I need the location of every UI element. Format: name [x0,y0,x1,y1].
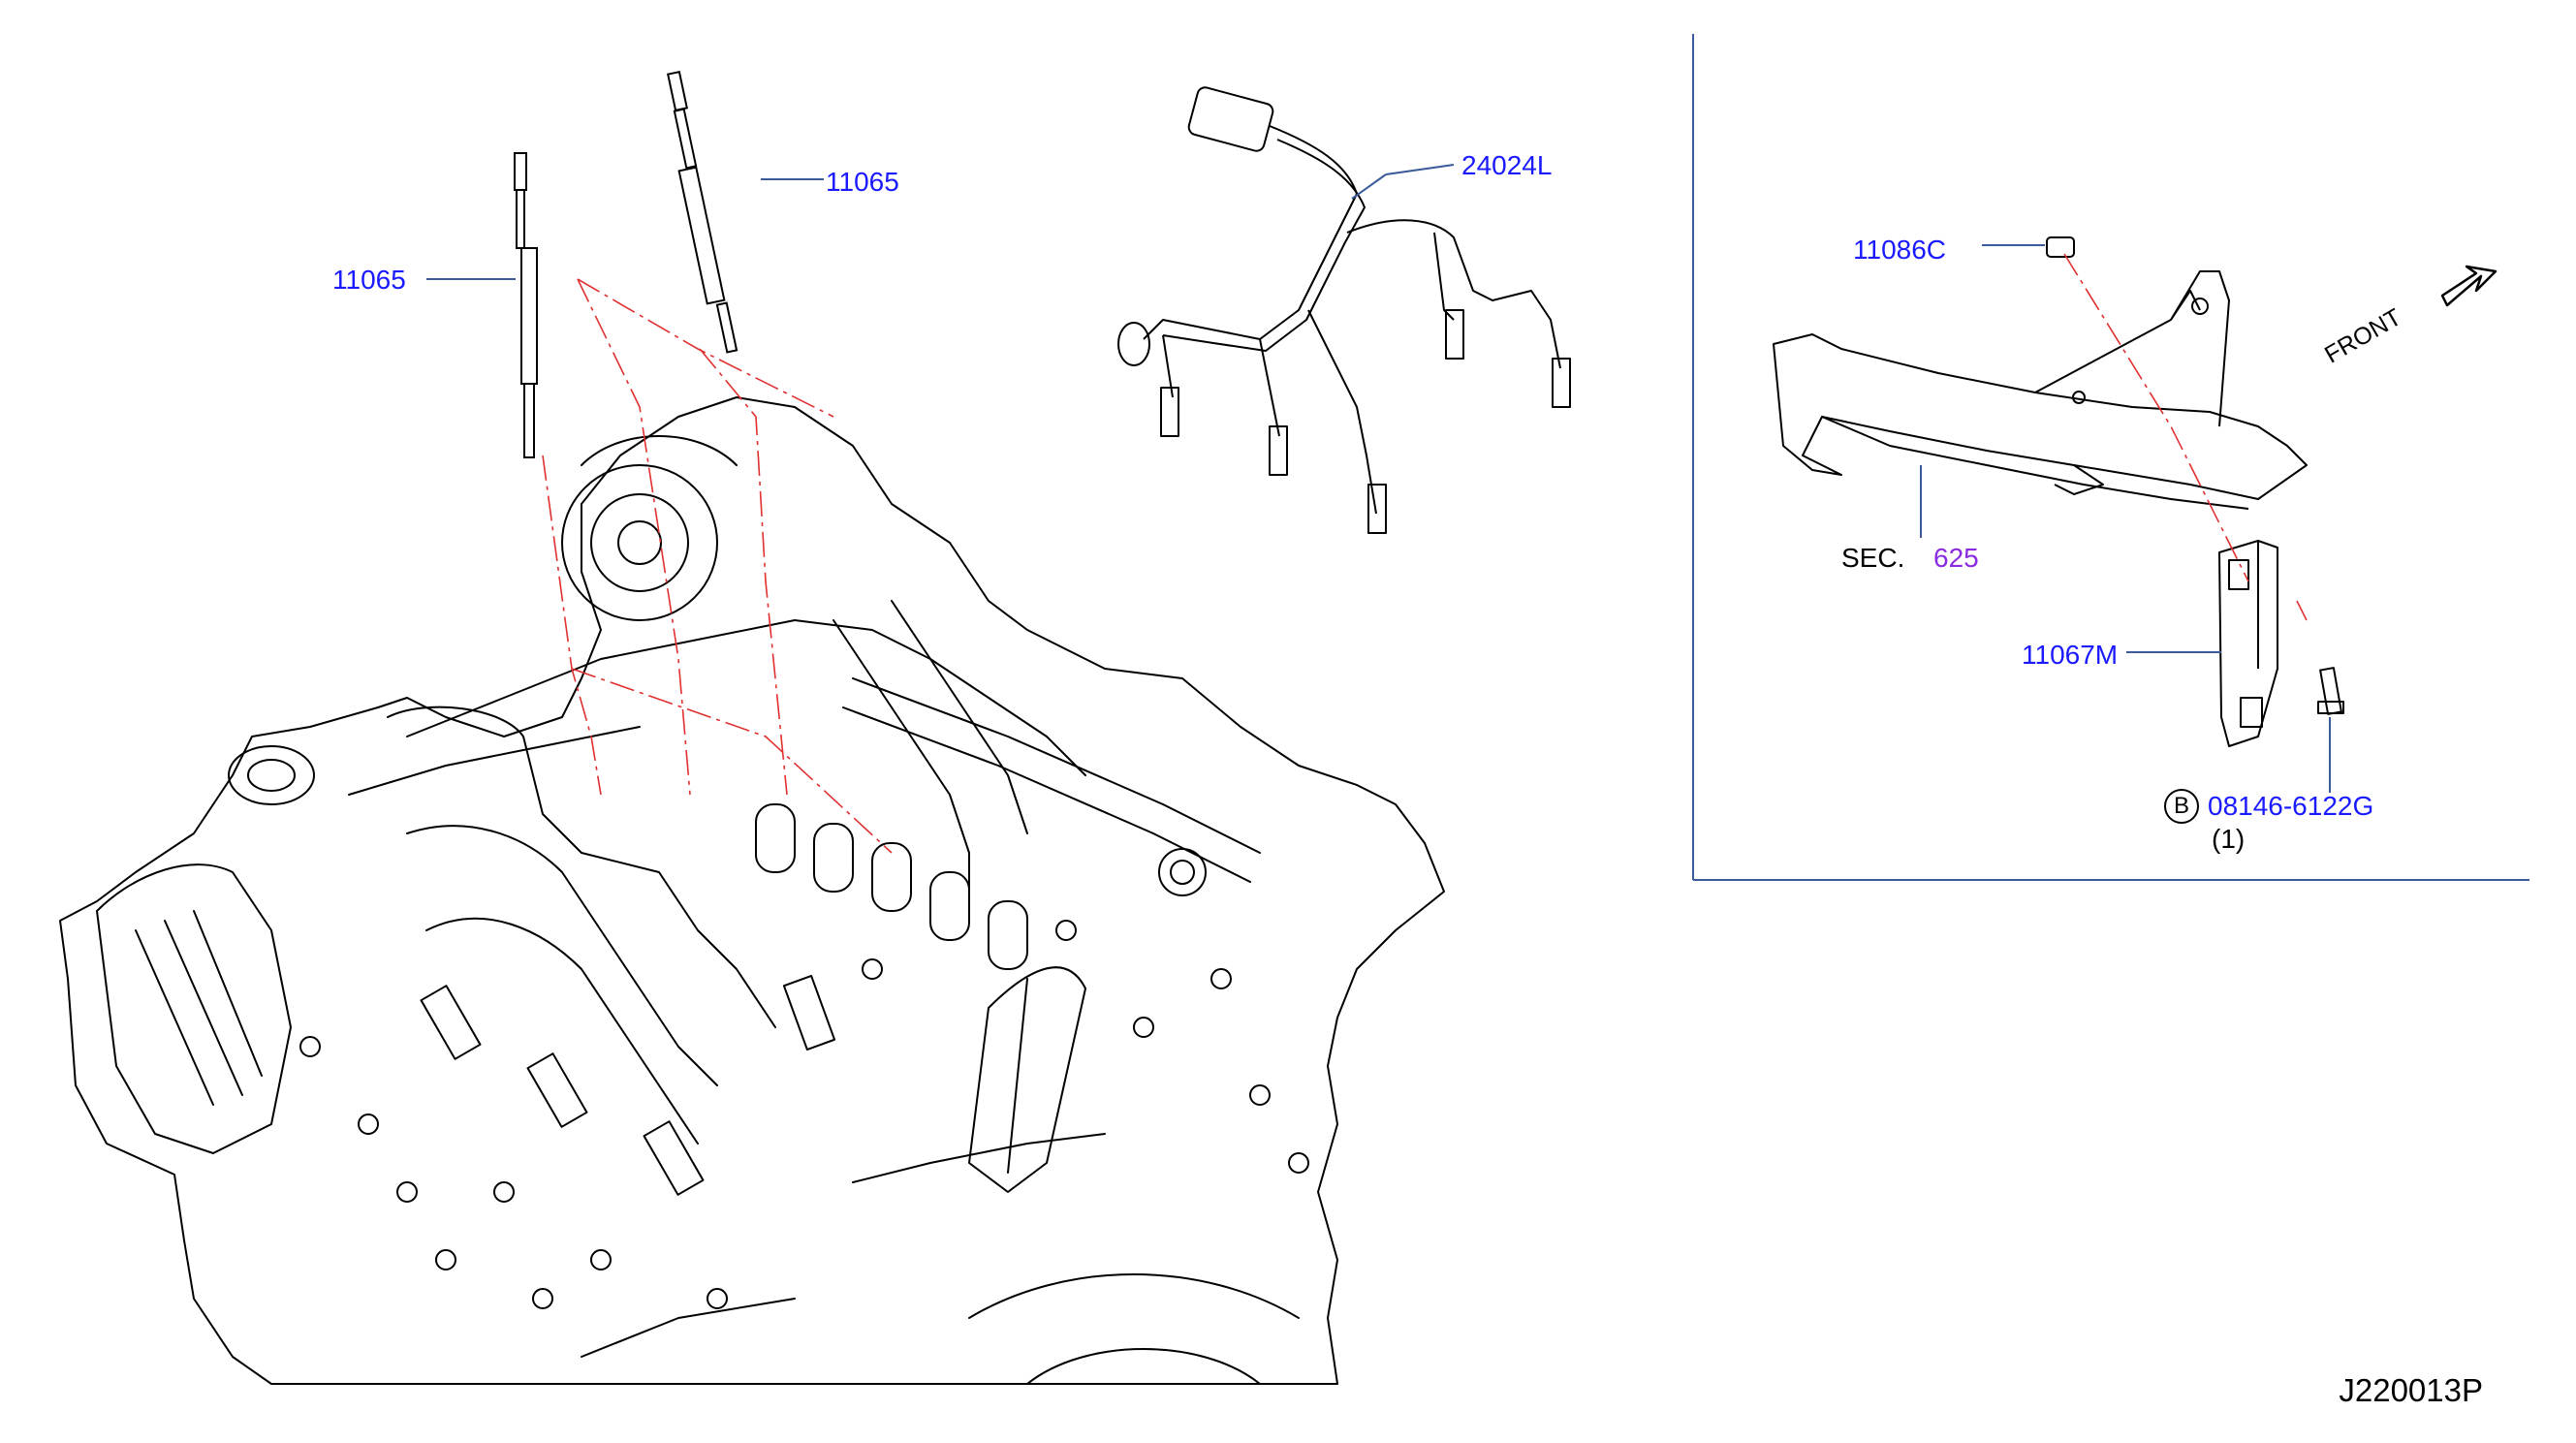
inset-bracket-drawing [1773,236,2344,747]
callout-glow-plug-right[interactable]: 11065 [826,167,899,197]
section-number-link[interactable]: 625 [1933,543,1979,573]
callout-controller[interactable]: 11067M [2022,640,2119,670]
glow-plug-right-drawing [666,70,738,354]
callout-glow-plug-left[interactable]: 11065 [332,265,406,295]
engine-block-drawing [59,396,1445,1385]
phantom-leader-lines [542,253,2308,854]
drawing-code: J220013P [2339,1372,2483,1408]
callout-harness[interactable]: 24024L [1461,150,1553,180]
wiring-harness-drawing [1117,86,1571,534]
callout-bolt[interactable]: 08146-6122G [2208,791,2374,821]
callout-leader-lines [426,164,2331,793]
front-arrow-icon [2440,265,2497,307]
bolt-marker-b: B [2164,789,2199,824]
inset-frame [1692,34,2529,881]
callout-nut[interactable]: 11086C [1853,235,1947,265]
glow-plug-left-drawing [514,152,538,458]
bolt-quantity: (1) [2212,824,2246,854]
section-prefix: SEC. [1841,543,1905,573]
